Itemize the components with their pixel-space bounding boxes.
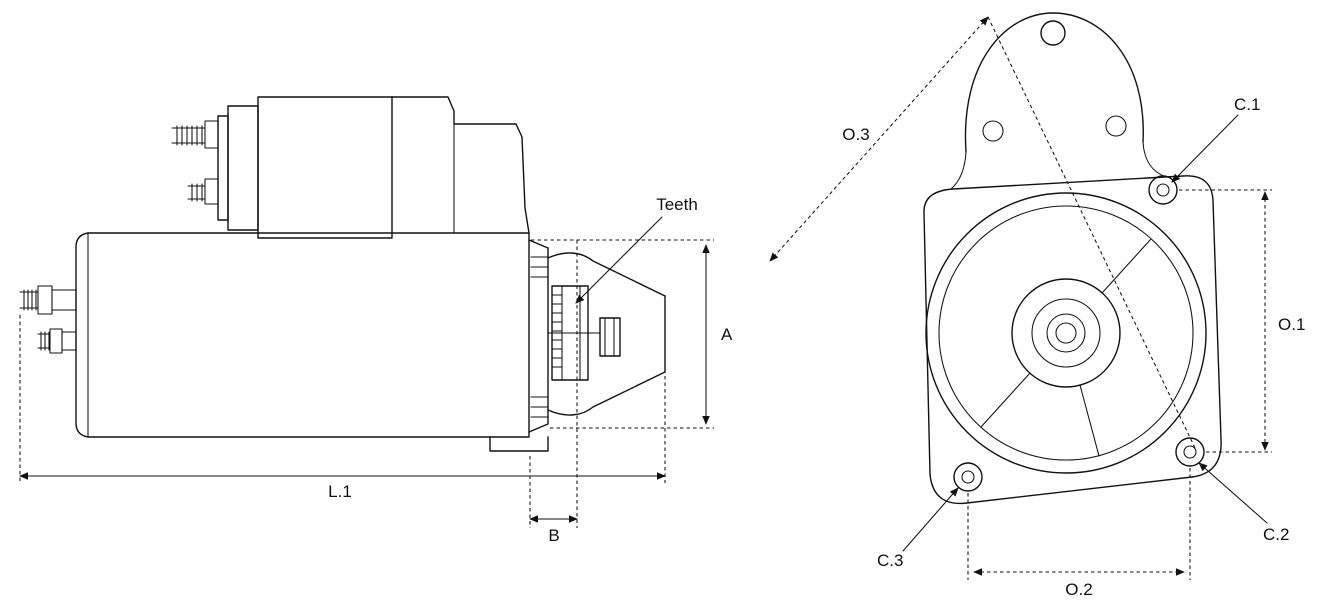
shaft-hole-circle (1046, 313, 1086, 353)
hole-c3 (953, 462, 983, 492)
drive-housing-contour (391, 96, 530, 234)
hole-c3-inner (961, 470, 975, 484)
label-o1: O.1 (1278, 315, 1305, 334)
label-teeth: Teeth (656, 195, 698, 214)
shaft-center-circle (1055, 322, 1077, 344)
annotation-c3: C.3 (877, 487, 959, 570)
dimension-o3-diagonal-extension (987, 16, 1197, 451)
dimension-o2: O.2 (967, 468, 1191, 599)
bore-outer-circle (925, 192, 1207, 474)
label-l1: L.1 (328, 482, 352, 501)
dimension-l1: L.1 (19, 315, 666, 501)
solenoid-body (257, 96, 393, 239)
bell-top (950, 12, 1167, 190)
terminal-shaft (51, 289, 77, 311)
solenoid-stud2-nut (204, 178, 219, 205)
hub-mid-circle (1031, 298, 1101, 368)
solenoid-cap-step (217, 115, 229, 221)
label-b: B (548, 526, 559, 545)
drive-housing (391, 96, 530, 234)
hole-c2 (1175, 437, 1205, 467)
body-outline (87, 232, 530, 438)
c1-leader-line (1171, 114, 1239, 183)
label-c1: C.1 (1234, 95, 1260, 114)
terminal2-thread-marks (37, 331, 51, 351)
hole-c1 (1148, 175, 1178, 205)
c2-leader-line (1198, 462, 1268, 524)
label-o3: O.3 (842, 125, 869, 144)
dimension-o1: O.1 (1179, 189, 1305, 453)
flange-ring (528, 239, 549, 433)
face-section-lines (980, 238, 1152, 457)
terminal2-shaft (61, 331, 77, 351)
battery-terminals (19, 285, 77, 354)
bell-outline (964, 12, 1144, 153)
terminal2-nut (49, 328, 63, 354)
c3-leader-line (902, 487, 959, 552)
hole-c1-inner (1156, 183, 1170, 197)
side-view: A L.1 B Teeth (19, 96, 733, 545)
label-c3: C.3 (877, 551, 903, 570)
flange-ribs (530, 256, 549, 418)
label-c2: C.2 (1263, 525, 1289, 544)
bell-top-hole (1040, 20, 1066, 46)
gear-teeth-marks (551, 294, 563, 368)
body-foot (489, 436, 549, 452)
label-o2: O.2 (1065, 580, 1092, 599)
face-circles (925, 192, 1207, 474)
pinion-housing (528, 239, 666, 433)
bore-inner-circle (938, 205, 1194, 461)
hub-outer-circle (1011, 278, 1121, 388)
pinion-gear (547, 285, 621, 381)
teeth-leader-line (575, 216, 663, 304)
front-view: O.3 O.1 O.2 C.1 C.2 C.3 (769, 12, 1305, 599)
dimension-b: B (529, 240, 578, 545)
terminal-nut (37, 285, 53, 315)
teeth-annotation: Teeth (575, 195, 698, 304)
label-a: A (721, 325, 733, 344)
dimension-a: A (531, 239, 733, 429)
bell-bottom-contour (547, 371, 666, 416)
annotation-c2: C.2 (1198, 462, 1289, 544)
solenoid-stud2-thread-marks (187, 183, 206, 202)
mounting-holes (953, 175, 1205, 492)
bell-top-contour (547, 252, 666, 297)
hole-c2-inner (1183, 445, 1197, 459)
solenoid-stud-thread-marks (171, 125, 206, 146)
bell-left-boss-hole (982, 120, 1004, 142)
solenoid (171, 96, 393, 239)
body-left-cap (75, 232, 89, 438)
dimension-o3-line (769, 16, 989, 262)
terminal-thread-marks (19, 289, 39, 311)
solenoid-cap (227, 105, 259, 231)
dimension-o3: O.3 (769, 16, 1197, 451)
solenoid-stud-nut (204, 120, 219, 149)
bell-right-connector (1142, 141, 1167, 178)
motor-body (75, 232, 549, 452)
bell-right-boss-hole (1105, 115, 1127, 137)
shaft-end-seams (604, 317, 615, 357)
shaft-end (599, 317, 621, 357)
bell-left-connector (950, 151, 967, 190)
annotation-c1: C.1 (1171, 95, 1260, 183)
